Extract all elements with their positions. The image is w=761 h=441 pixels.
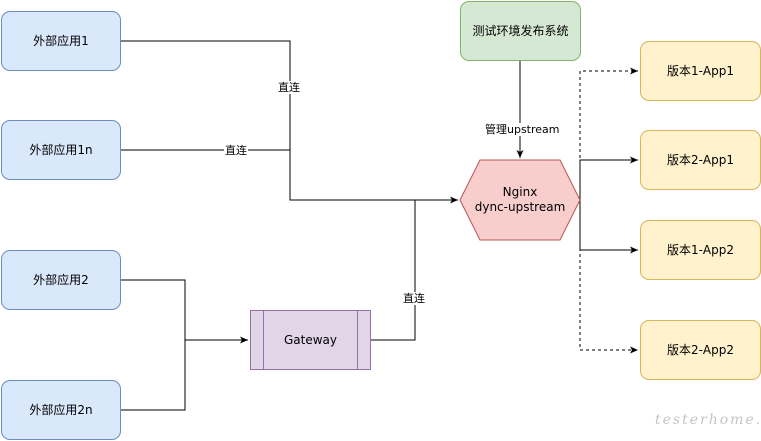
nginx-title: Nginx bbox=[502, 185, 538, 199]
edge-nginx-to-v1-app1 bbox=[579, 67, 638, 200]
external-app-1: 外部应用1 bbox=[1, 11, 121, 71]
external-app-2n: 外部应用2n bbox=[1, 380, 121, 440]
gateway-left-bar bbox=[263, 311, 264, 369]
external-app-1n-label: 外部应用1n bbox=[29, 142, 93, 157]
edge-gateway-to-nginx bbox=[371, 200, 416, 341]
nginx-node: Nginx dync-upstream bbox=[460, 160, 580, 240]
gateway-label: Gateway bbox=[283, 332, 337, 347]
edge-label-manage-upstream: 管理upstream bbox=[484, 123, 561, 136]
version-1-app2: 版本1-App2 bbox=[640, 220, 761, 280]
edge-app1-to-nginx bbox=[121, 40, 458, 204]
edge-app2n-to-gateway bbox=[121, 340, 186, 411]
version-2-app1: 版本2-App1 bbox=[640, 130, 761, 190]
external-app-2: 外部应用2 bbox=[1, 250, 121, 310]
publish-system: 测试环境发布系统 bbox=[460, 1, 581, 61]
edge-label-direct-1n: 直连 bbox=[224, 144, 248, 157]
gateway-node: Gateway bbox=[250, 310, 371, 370]
edge-nginx-to-v2-app1 bbox=[579, 156, 638, 200]
nginx-subtitle: dync-upstream bbox=[474, 200, 566, 214]
nginx-hexagon bbox=[459, 159, 581, 241]
version-1-app1-label: 版本1-App1 bbox=[666, 63, 735, 78]
edge-label-direct-1: 直连 bbox=[277, 81, 301, 94]
version-2-app2: 版本2-App2 bbox=[640, 320, 761, 380]
version-2-app2-label: 版本2-App2 bbox=[666, 342, 735, 357]
edge-nginx-to-v1-app2 bbox=[579, 200, 638, 254]
external-app-1-label: 外部应用1 bbox=[33, 33, 89, 48]
version-1-app2-label: 版本1-App2 bbox=[666, 242, 735, 257]
edge-nginx-to-v2-app2 bbox=[579, 200, 638, 354]
version-1-app1: 版本1-App1 bbox=[640, 41, 761, 101]
external-app-2-label: 外部应用2 bbox=[33, 272, 89, 287]
external-app-1n: 外部应用1n bbox=[1, 120, 121, 180]
external-app-2n-label: 外部应用2n bbox=[29, 402, 93, 417]
edge-label-direct-gateway: 直连 bbox=[402, 292, 426, 305]
gateway-right-bar bbox=[357, 311, 358, 369]
version-2-app1-label: 版本2-App1 bbox=[666, 152, 735, 167]
watermark: testerhome.com bbox=[655, 412, 761, 428]
publish-system-label: 测试环境发布系统 bbox=[472, 23, 569, 38]
edge-app2-to-gateway bbox=[121, 279, 248, 344]
